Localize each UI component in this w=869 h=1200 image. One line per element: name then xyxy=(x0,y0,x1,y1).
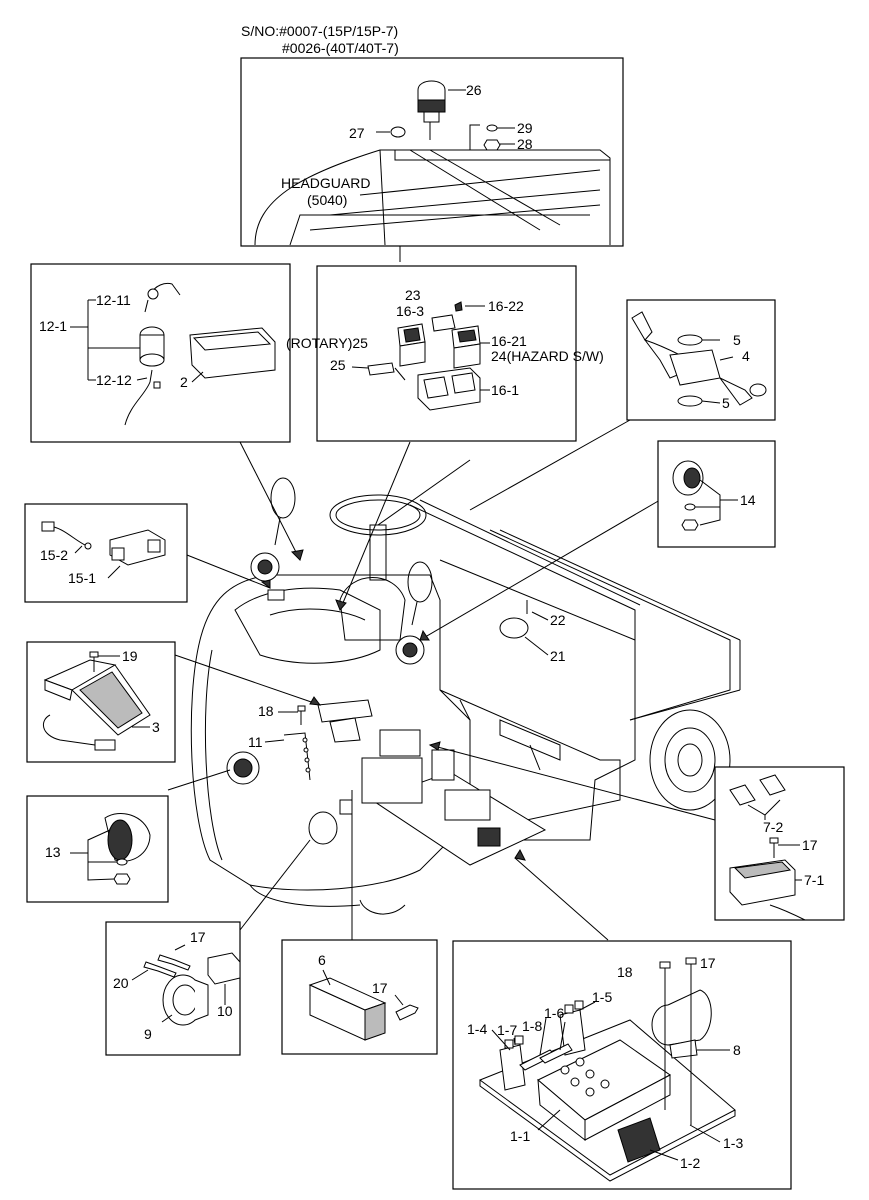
label-part-17-horn: 17 xyxy=(190,929,206,945)
label-headguard-code: (5040) xyxy=(307,192,347,208)
label-part-22: 22 xyxy=(550,612,566,628)
label-part-1-4: 1-4 xyxy=(467,1021,487,1037)
label-part-1-1: 1-1 xyxy=(510,1128,530,1144)
panel-lever: 5 4 5 xyxy=(626,299,776,421)
panel-headguard: 26 27 29 28 HEADGUARD (5040) xyxy=(240,57,624,247)
label-part-17-controller: 17 xyxy=(700,955,716,971)
label-rotary-25: (ROTARY)25 xyxy=(286,335,368,351)
label-part-1-2: 1-2 xyxy=(680,1155,700,1171)
forklift-body xyxy=(190,477,741,915)
label-part-6: 6 xyxy=(318,952,326,968)
panel-horn: 17 20 10 9 xyxy=(105,921,241,1056)
label-part-5-bottom: 5 xyxy=(722,395,730,411)
label-part-21: 21 xyxy=(550,648,566,664)
label-part-7-1: 7-1 xyxy=(804,872,824,888)
label-part-1-7: 1-7 xyxy=(497,1022,517,1038)
truck-labels: 18 11 22 21 xyxy=(248,611,566,750)
label-part-19: 19 xyxy=(122,648,138,664)
label-part-10: 10 xyxy=(217,1003,233,1019)
panel-lamp-left: 13 xyxy=(26,795,169,903)
serial-number-line-2: #0026-(40T/40T-7) xyxy=(282,40,399,56)
label-part-3: 3 xyxy=(152,719,160,735)
label-part-13: 13 xyxy=(45,844,61,860)
label-part-23: 23 xyxy=(405,287,421,303)
label-part-8: 8 xyxy=(733,1042,741,1058)
label-part-18-truck: 18 xyxy=(258,703,274,719)
label-part-11: 11 xyxy=(248,734,263,750)
label-part-5-top: 5 xyxy=(733,332,741,348)
panel-resistor: 6 17 xyxy=(281,939,438,1055)
label-part-12-11: 12-11 xyxy=(96,292,131,308)
label-part-7-2: 7-2 xyxy=(763,819,783,835)
panel-key-switch: 12-11 12-1 12-12 2 xyxy=(30,263,291,443)
label-part-16-3: 16-3 xyxy=(396,303,424,319)
label-part-1-6: 1-6 xyxy=(544,1005,564,1021)
label-part-25: 25 xyxy=(330,357,346,373)
panel-controller: 18 17 1-7 1-8 1-6 1-5 1-4 8 1-1 1-3 1-2 xyxy=(452,940,792,1190)
label-part-9: 9 xyxy=(144,1026,152,1042)
label-part-16-1: 16-1 xyxy=(491,382,519,398)
label-part-16-21: 16-21 xyxy=(491,333,527,349)
panel-pedal: 19 3 xyxy=(26,641,176,763)
label-part-26: 26 xyxy=(466,82,482,98)
label-part-2: 2 xyxy=(180,374,188,390)
label-part-28: 28 xyxy=(517,136,533,152)
label-part-20: 20 xyxy=(113,975,129,991)
label-part-27: 27 xyxy=(349,125,365,141)
label-headguard: HEADGUARD xyxy=(281,175,370,191)
panel-harness: 15-2 15-1 xyxy=(24,503,188,603)
label-part-17-relay: 17 xyxy=(802,837,818,853)
label-part-12-12: 12-12 xyxy=(96,372,132,388)
label-part-1-8: 1-8 xyxy=(522,1018,542,1034)
label-part-15-2: 15-2 xyxy=(40,547,68,563)
label-part-16-22: 16-22 xyxy=(488,298,524,314)
label-part-17-resistor: 17 xyxy=(372,980,388,996)
label-part-4: 4 xyxy=(742,348,750,364)
label-part-1-3: 1-3 xyxy=(723,1135,743,1151)
panel-lamp-right: 14 xyxy=(657,440,776,548)
label-part-29: 29 xyxy=(517,120,533,136)
label-hazard-24: 24(HAZARD S/W) xyxy=(491,348,604,364)
label-part-1-5: 1-5 xyxy=(592,989,612,1005)
leader-lines xyxy=(167,245,716,941)
label-part-14: 14 xyxy=(740,492,756,508)
panel-switches: 23 16-3 16-22 (ROTARY)25 16-21 24(HAZARD… xyxy=(286,265,604,442)
label-part-12-1: 12-1 xyxy=(39,318,67,334)
label-part-18-controller: 18 xyxy=(617,964,633,980)
panel-relay: 7-2 17 7-1 xyxy=(714,766,845,921)
label-part-15-1: 15-1 xyxy=(68,570,96,586)
serial-number-line-1: S/NO:#0007-(15P/15P-7) xyxy=(241,23,398,39)
